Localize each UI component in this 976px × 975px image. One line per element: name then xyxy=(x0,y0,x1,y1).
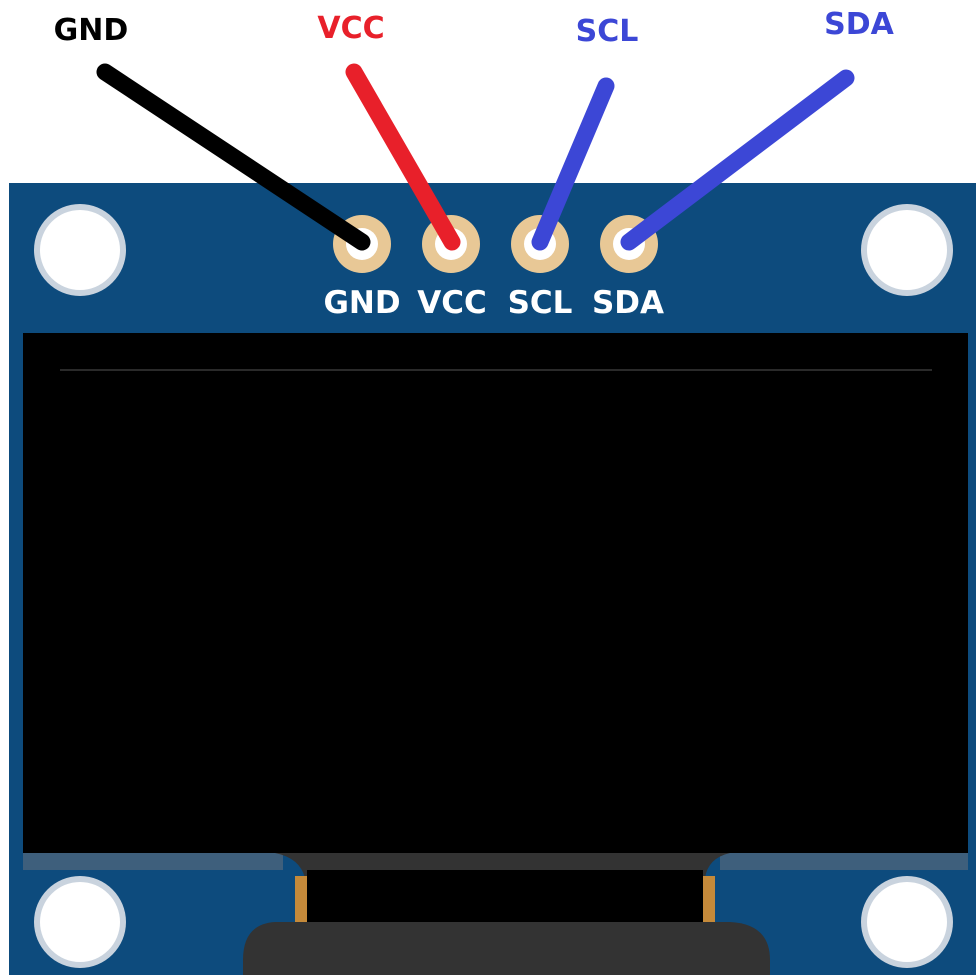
wire-gnd xyxy=(96,63,371,251)
oled-screen xyxy=(23,333,968,853)
screen-glass-edge-right xyxy=(720,853,968,870)
pin-label-gnd: GND xyxy=(323,285,400,321)
wire-label-gnd: GND xyxy=(54,13,129,48)
wire-label-scl: SCL xyxy=(576,14,639,49)
pin-label-vcc: VCC xyxy=(417,285,487,321)
mount-hole-bottom-left xyxy=(34,876,126,968)
mount-hole-top-left xyxy=(34,204,126,296)
wire-scl xyxy=(531,77,615,251)
screen-glass-edge-left xyxy=(23,853,283,870)
ribbon-cable xyxy=(243,922,770,975)
wire-vcc xyxy=(345,63,461,251)
mount-hole-top-right xyxy=(861,204,953,296)
pin-label-scl: SCL xyxy=(508,285,573,321)
pin-label-sda: SDA xyxy=(592,285,664,321)
wire-label-vcc: VCC xyxy=(317,11,384,46)
wire-sda xyxy=(620,69,855,251)
mount-hole-bottom-right xyxy=(861,876,953,968)
wire-label-sda: SDA xyxy=(824,7,895,42)
